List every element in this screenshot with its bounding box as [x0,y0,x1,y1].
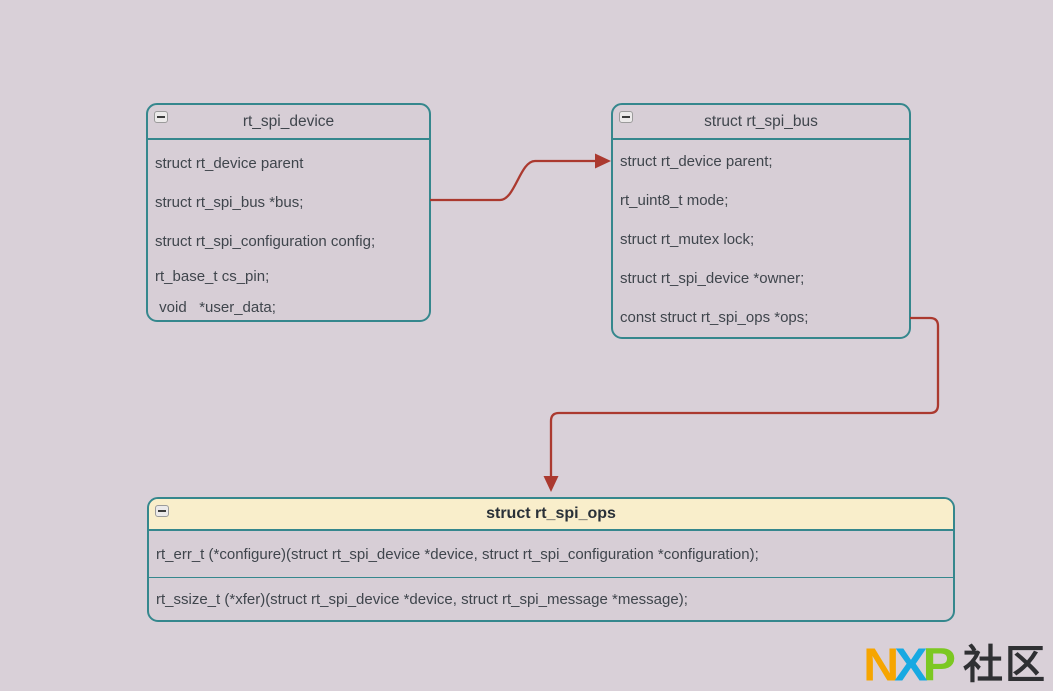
struct-field: rt_uint8_t mode; [620,192,729,209]
minus-glyph [158,510,166,512]
struct-field: rt_base_t cs_pin; [155,267,270,285]
nxp-wordmark: N X P [863,639,956,691]
node-title: rt_spi_device [242,112,335,130]
collapse-minus-icon[interactable] [619,111,633,123]
struct-field: struct rt_device parent; [620,153,773,170]
struct-field: struct rt_spi_device *owner; [620,270,805,287]
node-header: struct rt_spi_ops [149,499,953,531]
collapse-minus-icon[interactable] [155,505,169,517]
node-header: rt_spi_device [148,105,429,140]
node-rt-spi-bus: struct rt_spi_bus struct rt_device paren… [611,103,911,339]
minus-glyph [622,116,630,118]
struct-field: void *user_data; [155,298,276,316]
struct-field: struct rt_mutex lock; [620,231,755,248]
struct-field: struct rt_spi_bus *bus; [155,194,304,211]
arrow-bus-to-ops [549,316,940,477]
node-title: struct rt_spi_bus [704,112,818,130]
field-list: struct rt_device parent struct rt_spi_bu… [148,140,429,320]
collapse-minus-icon[interactable] [154,111,168,123]
field-list: rt_err_t (*configure)(struct rt_spi_devi… [149,531,953,620]
struct-field: struct rt_spi_configuration config; [155,232,376,250]
arrow-device-to-bus [430,159,597,202]
arrowhead-down-icon [543,476,559,492]
node-rt-spi-ops: struct rt_spi_ops rt_err_t (*configure)(… [147,497,955,622]
function-signature: rt_err_t (*configure)(struct rt_spi_devi… [149,531,953,578]
function-signature: rt_ssize_t (*xfer)(struct rt_spi_device … [156,590,688,608]
node-title: struct rt_spi_ops [486,505,616,522]
logo-letter-x: X [894,639,927,691]
logo-community-text: 社区 [963,643,1047,687]
field-list: struct rt_device parent; rt_uint8_t mode… [613,140,909,337]
logo-letter-p: P [922,639,956,691]
struct-field: const struct rt_spi_ops *ops; [620,309,809,326]
node-rt-spi-device: rt_spi_device struct rt_device parent st… [146,103,431,322]
minus-glyph [157,116,165,118]
struct-field: struct rt_device parent [155,154,304,172]
logo-letter-n: N [863,639,899,691]
node-header: struct rt_spi_bus [613,105,909,140]
nxp-logo: N X P 社区 [863,640,1047,690]
arrowhead-right-icon [595,153,611,169]
